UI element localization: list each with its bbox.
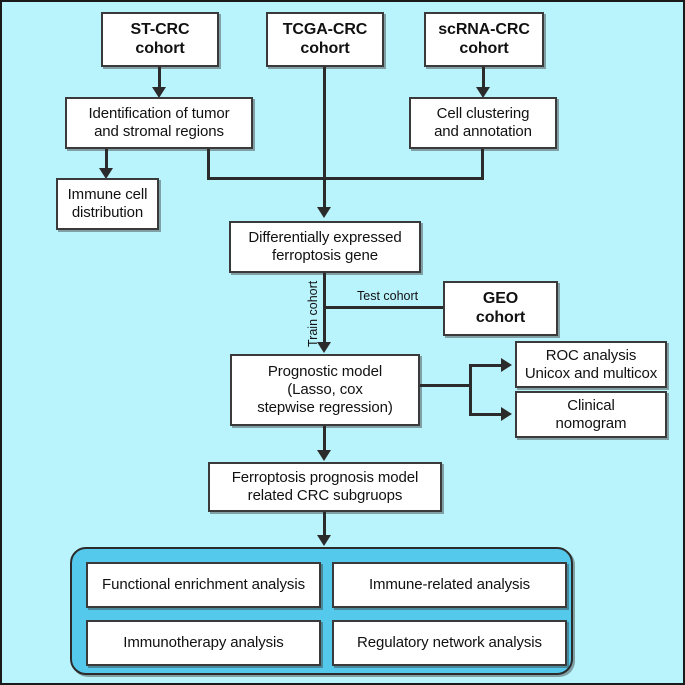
edge-tcga-to-deg: [323, 67, 326, 210]
edge-label-test-cohort: Test cohort: [357, 289, 419, 303]
edge-identification-to-bus: [207, 149, 210, 180]
node-immune-cell-distribution: Immune cell distribution: [56, 178, 159, 230]
edge-st-crc-to-identification: [158, 67, 161, 90]
edge-prognostic-to-subgroups: [323, 426, 326, 454]
edge-prognostic-to-branch: [420, 384, 472, 387]
node-immunotherapy-label: Immunotherapy analysis: [123, 634, 284, 652]
arrowhead-subgroups-to-panel: [317, 535, 331, 546]
node-geo-cohort: GEO cohort: [443, 281, 558, 336]
node-scrna-crc-cohort-label: scRNA-CRC cohort: [438, 20, 530, 57]
edge-identification-to-immune-cell: [105, 149, 108, 171]
edge-scrna-to-cell-clustering: [482, 67, 485, 90]
node-prognostic-model: Prognostic model (Lasso, cox stepwise re…: [230, 354, 420, 426]
edge-deg-to-geo: [323, 306, 445, 309]
edge-branch-to-nomogram: [469, 413, 504, 416]
node-st-crc-cohort: ST-CRC cohort: [101, 12, 219, 67]
node-immunotherapy: Immunotherapy analysis: [86, 620, 321, 666]
node-cell-clustering: Cell clustering and annotation: [409, 97, 557, 149]
edge-subgroups-to-panel: [323, 512, 326, 540]
node-tcga-crc-cohort-label: TCGA-CRC cohort: [282, 20, 368, 57]
arrowhead-deg-to-prognostic-model: [317, 342, 331, 353]
node-deg-ferroptosis: Differentially expressed ferroptosis gen…: [229, 221, 421, 273]
node-deg-ferroptosis-label: Differentially expressed ferroptosis gen…: [248, 229, 402, 264]
node-st-crc-cohort-label: ST-CRC cohort: [130, 20, 190, 57]
node-cell-clustering-label: Cell clustering and annotation: [434, 105, 532, 140]
node-regulatory-network-label: Regulatory network analysis: [357, 634, 542, 652]
edge-label-train-cohort: Train cohort: [306, 280, 320, 347]
node-identification: Identification of tumor and stromal regi…: [65, 97, 253, 149]
node-identification-label: Identification of tumor and stromal regi…: [88, 105, 230, 140]
node-geo-cohort-label: GEO cohort: [475, 289, 526, 326]
node-immune-related: Immune-related analysis: [332, 562, 567, 608]
arrowhead-branch-to-roc: [501, 358, 512, 372]
node-tcga-crc-cohort: TCGA-CRC cohort: [266, 12, 384, 67]
node-prognosis-subgroups-label: Ferroptosis prognosis model related CRC …: [231, 469, 419, 504]
arrowhead-identification-to-immune-cell: [99, 168, 113, 179]
node-regulatory-network: Regulatory network analysis: [332, 620, 567, 666]
node-immune-cell-distribution-label: Immune cell distribution: [67, 186, 148, 221]
node-functional-enrichment-label: Functional enrichment analysis: [102, 576, 305, 594]
node-clinical-nomogram-label: Clinical nomogram: [555, 396, 627, 432]
node-prognostic-model-label: Prognostic model (Lasso, cox stepwise re…: [257, 363, 393, 416]
node-roc-analysis-label: ROC analysis Unicox and multicox: [524, 346, 658, 382]
node-immune-related-label: Immune-related analysis: [368, 576, 531, 594]
node-scrna-crc-cohort: scRNA-CRC cohort: [424, 12, 544, 67]
arrowhead-scrna-to-cell-clustering: [476, 87, 490, 98]
arrowhead-st-crc-to-identification: [152, 87, 166, 98]
edge-deg-to-prognostic-model: [323, 273, 326, 348]
arrowhead-branch-to-nomogram: [501, 407, 512, 421]
edge-cell-clustering-to-bus: [481, 149, 484, 180]
edge-merge-bus: [207, 177, 484, 180]
arrowhead-prognostic-to-subgroups: [317, 450, 331, 461]
node-prognosis-subgroups: Ferroptosis prognosis model related CRC …: [208, 462, 442, 512]
edge-branch-vertical: [469, 364, 472, 416]
edge-branch-to-roc: [469, 364, 504, 367]
arrowhead-tcga-to-deg: [317, 207, 331, 218]
node-functional-enrichment: Functional enrichment analysis: [86, 562, 321, 608]
node-roc-analysis: ROC analysis Unicox and multicox: [515, 341, 667, 388]
node-clinical-nomogram: Clinical nomogram: [515, 391, 667, 438]
